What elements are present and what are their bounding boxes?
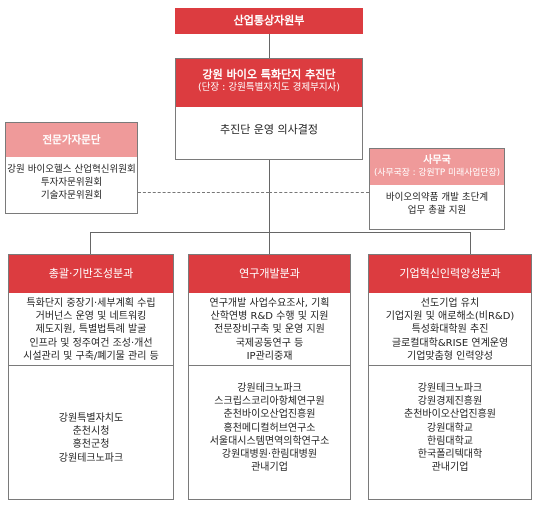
promotion-group-title: 강원 바이오 특화단지 추진단 — [202, 68, 336, 81]
member-item: 서울대시스템면역의학연구소 — [209, 435, 330, 447]
division-rnd-title: 연구개발분과 — [189, 255, 350, 293]
member-item: 한림대학교 — [427, 435, 473, 447]
task-item: 기업맞춤형 인력양성 — [407, 350, 493, 362]
member-item: 춘천시청 — [72, 426, 110, 438]
task-item: 제도지원, 특별법특례 발굴 — [35, 324, 147, 336]
task-item: 기업지원 및 애로해소(비R&D) — [385, 311, 515, 323]
advisory-item: 강원 바이오헬스 산업혁신위원회 — [7, 164, 136, 175]
secretariat-subtitle: (사무국장 : 강원TP 미래사업단장) — [373, 168, 500, 179]
member-item: 강원대병원·한림대병원 — [221, 449, 318, 461]
secretariat-item: 업무 총괄 지원 — [407, 205, 467, 217]
advisory-item: 투자자문위원회 — [40, 177, 103, 189]
division-innovation-tasks: 선도기업 유치 기업지원 및 애로해소(비R&D) 특성화대학원 추진 글로컬대… — [369, 293, 531, 366]
member-item: 춘천바이오산업진흥원 — [223, 409, 316, 421]
member-item: 홍천메디컬허브연구소 — [223, 422, 316, 434]
task-item: 인프라 및 정주여건 조성·개선 — [29, 337, 153, 349]
task-item: IP관리중재 — [246, 350, 293, 362]
secretariat-list: 바이오의약품 개발 초단계 업무 총괄 지원 — [370, 185, 504, 217]
division-rnd: 연구개발분과 연구개발 사업수요조사, 기획 산학연병 R&D 수행 및 지원 … — [188, 254, 351, 500]
task-item: 산학연병 R&D 수행 및 지원 — [210, 311, 329, 323]
connector-left-division — [90, 232, 91, 254]
member-item: 강원경제진흥원 — [417, 396, 483, 408]
promotion-group-box: 강원 바이오 특화단지 추진단 (단장 : 강원특별자치도 경제부지사) 추진단… — [175, 58, 363, 160]
member-item: 한국폴리텍대학 — [417, 449, 483, 461]
member-item: 강원대학교 — [427, 422, 473, 434]
task-item: 연구개발 사업수요조사, 기획 — [209, 298, 330, 309]
secretariat-title: 사무국 — [423, 155, 451, 166]
connector-advisory — [138, 192, 269, 193]
connector-right-division — [470, 232, 471, 254]
advisory-box: 전문가자문단 강원 바이오헬스 산업혁신위원회 투자자문위원회 기술자문위원회 — [5, 122, 138, 214]
advisory-list: 강원 바이오헬스 산업혁신위원회 투자자문위원회 기술자문위원회 — [6, 157, 137, 203]
secretariat-header: 사무국 (사무국장 : 강원TP 미래사업단장) — [370, 149, 504, 185]
task-item: 특화단지 중장기·세부계획 수립 — [26, 298, 156, 309]
member-item: 관내기업 — [431, 462, 469, 474]
promotion-group-decision: 추진단 운영 의사결정 — [219, 123, 319, 136]
advisory-header: 전문가자문단 — [6, 123, 137, 157]
task-item: 시설관리 및 구축/폐기물 관리 등 — [23, 350, 159, 362]
ministry-box: 산업통상자원부 — [175, 8, 363, 34]
division-general: 총괄·기반조성분과 특화단지 중장기·세부계획 수립 거버넌스 운영 및 네트워… — [8, 254, 174, 500]
division-general-members: 강원특별자치도 춘천시청 홍천군청 강원테크노파크 — [9, 366, 173, 465]
member-item: 강원테크노파크 — [417, 383, 483, 394]
division-rnd-members: 강원테크노파크 스크립스코리아항체연구원 춘천바이오산업진흥원 홍천메디컬허브연… — [189, 366, 350, 474]
member-item: 춘천바이오산업진흥원 — [404, 409, 496, 421]
member-item: 스크립스코리아항체연구원 — [214, 396, 325, 408]
task-item: 국제공동연구 등 — [235, 337, 304, 349]
division-rnd-tasks: 연구개발 사업수요조사, 기획 산학연병 R&D 수행 및 지원 전문장비구축 … — [189, 293, 350, 366]
division-innovation-title: 기업혁신인력양성분과 — [369, 255, 531, 293]
promotion-group-header: 강원 바이오 특화단지 추진단 (단장 : 강원특별자치도 경제부지사) — [176, 59, 362, 107]
member-item: 관내기업 — [251, 462, 288, 474]
task-item: 선도기업 유치 — [420, 298, 480, 309]
connector-secretariat — [269, 192, 369, 193]
connector-horizontal-bus — [90, 232, 470, 233]
division-innovation: 기업혁신인력양성분과 선도기업 유치 기업지원 및 애로해소(비R&D) 특성화… — [368, 254, 532, 500]
division-general-title: 총괄·기반조성분과 — [9, 255, 173, 293]
division-general-tasks: 특화단지 중장기·세부계획 수립 거버넌스 운영 및 네트워킹 제도지원, 특별… — [9, 293, 173, 366]
task-item: 특성화대학원 추진 — [411, 324, 489, 336]
division-innovation-members: 강원테크노파크 강원경제진흥원 춘천바이오산업진흥원 강원대학교 한림대학교 한… — [369, 366, 531, 474]
connector-ministry-group — [269, 34, 270, 58]
promotion-group-subtitle: (단장 : 강원특별자치도 경제부지사) — [197, 82, 341, 94]
member-item: 강원테크노파크 — [237, 383, 302, 394]
connector-mid-division — [269, 232, 270, 254]
task-item: 거버넌스 운영 및 네트워킹 — [35, 311, 147, 323]
member-item: 홍천군청 — [72, 439, 110, 451]
secretariat-item: 바이오의약품 개발 초단계 — [385, 192, 489, 203]
member-item: 강원테크노파크 — [58, 452, 124, 464]
member-item: 강원특별자치도 — [58, 413, 124, 424]
connector-trunk — [269, 160, 270, 232]
task-item: 전문장비구축 및 운영 지원 — [214, 324, 325, 336]
secretariat-box: 사무국 (사무국장 : 강원TP 미래사업단장) 바이오의약품 개발 초단계 업… — [369, 148, 505, 230]
ministry-title: 산업통상자원부 — [233, 14, 305, 27]
advisory-item: 기술자문위원회 — [40, 190, 103, 202]
task-item: 글로컬대학&RISE 연계운영 — [391, 337, 509, 349]
